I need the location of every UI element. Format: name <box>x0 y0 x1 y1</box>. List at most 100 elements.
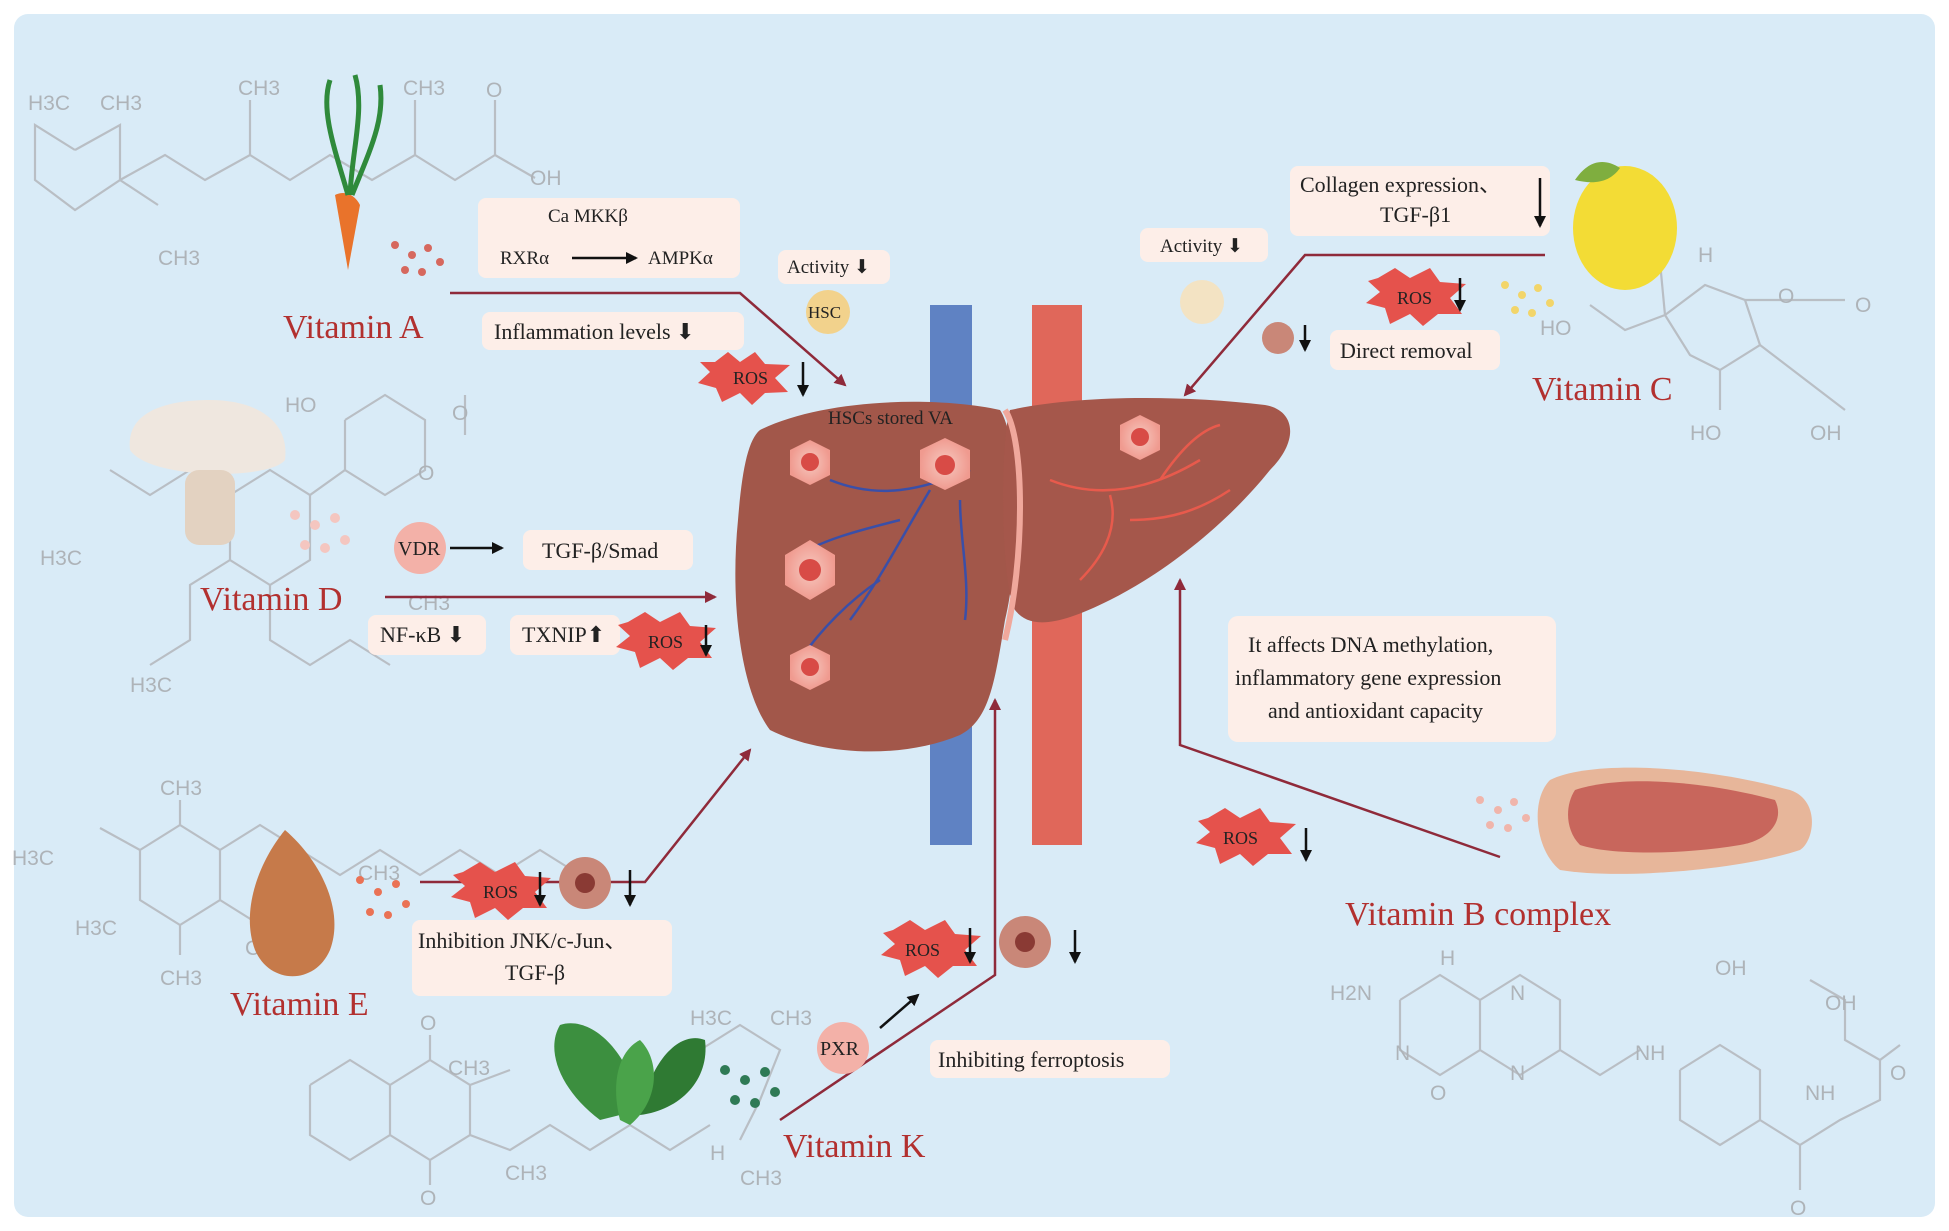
chem-label: O <box>420 1187 436 1210</box>
hsc-cell-right <box>1180 280 1224 324</box>
jnk-box <box>412 920 672 996</box>
chem-label: HO <box>1690 422 1722 445</box>
chem-label: H <box>710 1142 725 1165</box>
vitamin-a-dots <box>391 241 444 276</box>
chem-label: CH3 <box>448 1057 490 1080</box>
chem-label: HO <box>1540 317 1572 340</box>
chem-label: CH3 <box>238 77 280 100</box>
ampka-label: AMPKα <box>648 248 713 269</box>
vitamin-k-dots <box>720 1065 780 1108</box>
chem-label: CH3 <box>160 777 202 800</box>
hsc-label: HSC <box>808 303 841 322</box>
ros-burst: ROS <box>451 862 551 920</box>
chem-label: O <box>420 1012 436 1035</box>
phylloquinone-structure: O O CH3 CH3 H3C CH3 H CH3 <box>308 1007 812 1210</box>
ros-burst: ROS <box>1366 268 1466 326</box>
ros-burst: ROS <box>881 920 981 978</box>
vitamin-e-title: Vitamin E <box>230 986 369 1023</box>
damaged-cell <box>1262 322 1294 354</box>
chem-label: N <box>1510 1062 1525 1085</box>
activity-box-right <box>1140 228 1268 262</box>
inflammation-box <box>482 312 744 350</box>
activity-label-left: Activity ⬇ <box>787 257 870 278</box>
vitamin-b-dots <box>1476 796 1530 832</box>
carrot-icon <box>324 74 384 270</box>
direct-removal-box <box>1330 330 1500 370</box>
pxr-receptor <box>817 1022 869 1074</box>
chem-label: CH3 <box>740 1167 782 1190</box>
tgf-smad-label: TGF-β/Smad <box>542 538 658 563</box>
chem-label: N <box>1510 982 1525 1005</box>
chem-label: CH3 <box>100 92 142 115</box>
chem-label: O <box>1778 285 1794 308</box>
dna-label-line2: inflammatory gene expression <box>1235 665 1501 690</box>
ros-label: ROS <box>733 368 768 388</box>
liver-right-lobe <box>1003 398 1291 623</box>
chem-label: OH <box>1825 992 1857 1015</box>
hscs-stored-label: HSCs stored VA <box>828 408 953 429</box>
chem-label: CH3 <box>403 77 445 100</box>
ros-label: ROS <box>1223 828 1258 848</box>
vdr-receptor <box>394 522 446 574</box>
vitamin-d-dots <box>290 510 350 553</box>
ros-burst: ROS <box>698 352 790 405</box>
chem-label: H <box>1440 947 1455 970</box>
damaged-cell-nucleus <box>1015 932 1035 952</box>
chem-label: O <box>418 462 434 485</box>
jnk-label-line2: TGF-β <box>505 960 565 985</box>
falciform-ligament <box>1002 408 1023 641</box>
vitamin-c-title: Vitamin C <box>1532 371 1673 408</box>
ros-label: ROS <box>1397 288 1432 308</box>
arrow-vitamin-a <box>450 291 847 387</box>
collagen-label-line1: Collagen expression、 <box>1300 172 1501 197</box>
vitamin-b-title: Vitamin B complex <box>1345 896 1611 933</box>
ferroptosis-box <box>930 1040 1170 1078</box>
ros-label: ROS <box>648 632 683 652</box>
activity-label-right: Activity ⬇ <box>1160 236 1243 257</box>
chem-label: OH <box>1715 957 1747 980</box>
liver: HSCs stored VA <box>735 398 1291 752</box>
vdr-label: VDR <box>398 538 441 560</box>
rxra-label: RXRα <box>500 248 549 269</box>
arrow-vitamin-b <box>1174 578 1501 859</box>
almond-icon <box>249 830 335 977</box>
vitamin-k-title: Vitamin K <box>783 1128 926 1165</box>
jnk-label-line1: Inhibition JNK/c-Jun、 <box>418 928 626 953</box>
nfkb-box <box>368 615 486 655</box>
txnip-box <box>510 615 620 655</box>
vitamin-e-dots <box>356 876 410 919</box>
meat-icon <box>1537 767 1812 874</box>
chem-label: HO <box>285 394 317 417</box>
chem-label: CH3 <box>158 247 200 270</box>
pxr-label: PXR <box>820 1038 860 1060</box>
arrow-vitamin-c <box>1183 253 1545 397</box>
chem-label: H3C <box>75 917 117 940</box>
nfkb-label: NF-κB ⬇ <box>380 622 465 647</box>
ca-mkkb-label: Ca MKKβ <box>548 206 628 227</box>
folate-structure: H2N H N N O N NH O NH OH OH O <box>1330 947 1906 1220</box>
chem-label: H2N <box>1330 982 1372 1005</box>
inflammation-label: Inflammation levels ⬇ <box>494 319 695 344</box>
chem-label: O <box>1855 294 1871 317</box>
chem-label: CH3 <box>505 1162 547 1185</box>
pxr-arrow <box>879 993 920 1029</box>
chem-label: O <box>486 79 502 102</box>
spinach-icon <box>554 1023 706 1125</box>
ferroptosis-label: Inhibiting ferroptosis <box>938 1047 1124 1072</box>
dna-label-line3: and antioxidant capacity <box>1268 698 1483 723</box>
chem-label: N <box>1395 1042 1410 1065</box>
chem-label: O <box>1890 1062 1906 1085</box>
chem-label: CH3 <box>770 1007 812 1030</box>
chem-label: CH3 <box>160 967 202 990</box>
dna-label-line1: It affects DNA methylation, <box>1248 632 1493 657</box>
retinoic-acid-structure: H3C CH3 CH3 CH3 O OH CH3 <box>28 77 562 270</box>
chem-label: NH <box>1805 1082 1835 1105</box>
ampk-box <box>478 198 740 278</box>
liver-red-vessels <box>1049 423 1231 581</box>
hepatocyte-cells <box>785 415 1160 690</box>
damaged-cell-nucleus <box>575 873 595 893</box>
hsc-cell <box>806 290 850 334</box>
chem-label: H3C <box>690 1007 732 1030</box>
direct-removal-label: Direct removal <box>1340 338 1473 363</box>
